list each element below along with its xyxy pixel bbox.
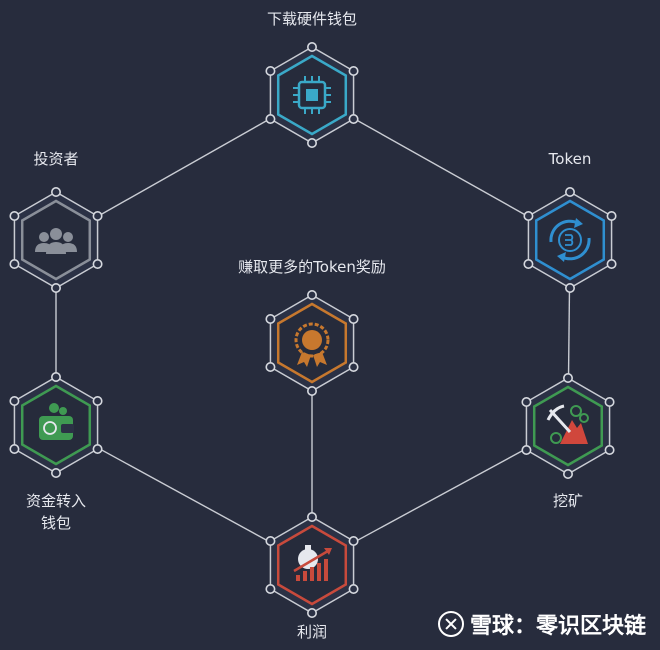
people-icon xyxy=(35,228,77,254)
node-label-line: 钱包 xyxy=(40,514,72,532)
vertex-dot xyxy=(348,583,359,594)
node-label-line: 资金转入 xyxy=(25,492,87,510)
node-label-line: Token xyxy=(548,150,592,168)
vertex-dot xyxy=(92,211,103,222)
vertex-dot xyxy=(606,211,617,222)
vertex-dot xyxy=(348,66,359,77)
vertex-dot xyxy=(348,535,359,546)
vertex-dot xyxy=(265,66,276,77)
vertex-dot xyxy=(562,468,573,479)
watermark-text: 雪球：零识区块链 xyxy=(469,614,646,639)
token-cycle-icon xyxy=(549,218,591,262)
vertex-dot xyxy=(564,282,575,293)
hexagon-inner xyxy=(532,385,604,467)
wallet-icon xyxy=(39,403,74,440)
node-label-line: 赚取更多的Token奖励 xyxy=(238,258,386,276)
watermark: 雪球：零识区块链 xyxy=(437,608,646,640)
node-label-line: 下载硬件钱包 xyxy=(266,10,358,28)
node-download xyxy=(265,41,359,149)
vertex-dot xyxy=(92,443,103,454)
node-label-line: 利润 xyxy=(296,623,328,641)
vertex-dot xyxy=(50,467,61,478)
reward-badge-icon xyxy=(294,322,330,367)
vertex-dot xyxy=(523,211,534,222)
node-transfer xyxy=(9,371,103,478)
vertex-dot xyxy=(348,361,359,372)
vertex-dot xyxy=(9,443,20,454)
node-label-profit: 利润 xyxy=(297,621,327,643)
pickaxe-mountain-icon xyxy=(546,404,589,444)
node-label-mining: 挖矿 xyxy=(553,490,583,512)
chip-icon xyxy=(293,76,331,114)
vertex-dot xyxy=(265,535,276,546)
vertex-dot xyxy=(50,371,61,382)
vertex-dot xyxy=(523,258,534,269)
vertex-dot xyxy=(50,282,61,293)
vertex-dot xyxy=(9,211,20,222)
vertex-dot xyxy=(265,583,276,594)
node-label-reward: 赚取更多的Token奖励 xyxy=(238,256,386,278)
vertex-dot xyxy=(306,138,317,149)
vertex-dot xyxy=(50,187,61,198)
vertex-dot xyxy=(265,313,276,324)
vertex-dot xyxy=(9,258,20,269)
vertex-dot xyxy=(521,396,532,407)
money-bag-chart-icon xyxy=(293,545,332,581)
vertex-dot xyxy=(306,607,317,618)
node-investor xyxy=(9,187,103,293)
vertex-dot xyxy=(92,258,103,269)
vertex-dot xyxy=(606,258,617,269)
vertex-dot xyxy=(348,313,359,324)
node-profit xyxy=(265,511,359,618)
node-label-line: 投资者 xyxy=(33,150,79,168)
vertex-dot xyxy=(306,511,317,522)
vertex-dot xyxy=(265,361,276,372)
node-token xyxy=(523,187,617,293)
node-label-line: 挖矿 xyxy=(552,492,584,510)
vertex-dot xyxy=(265,114,276,125)
node-label-investor: 投资者 xyxy=(33,148,78,170)
vertex-dot xyxy=(9,395,20,406)
node-label-download: 下载硬件钱包 xyxy=(267,8,357,30)
node-label-token: Token xyxy=(549,148,592,170)
vertex-dot xyxy=(604,444,615,455)
vertex-dot xyxy=(604,396,615,407)
node-mining xyxy=(521,372,615,479)
vertex-dot xyxy=(521,444,532,455)
node-label-transfer: 资金转入钱包 xyxy=(26,490,86,534)
vertex-dot xyxy=(348,114,359,125)
vertex-dot xyxy=(306,289,317,300)
vertex-dot xyxy=(562,372,573,383)
vertex-dot xyxy=(306,41,317,52)
snowball-logo-icon xyxy=(437,611,464,637)
vertex-dot xyxy=(92,395,103,406)
vertex-dot xyxy=(564,187,575,198)
vertex-dot xyxy=(306,385,317,396)
node-reward xyxy=(265,289,359,396)
